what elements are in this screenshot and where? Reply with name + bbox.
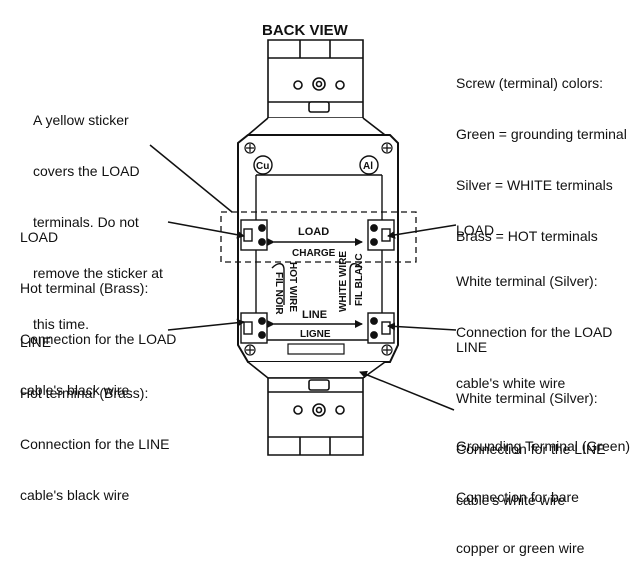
hot-wire-label: HOT WIRE bbox=[287, 262, 298, 312]
screw-icon bbox=[381, 142, 393, 154]
load-sticker-area bbox=[220, 211, 417, 263]
sticker-note-line: terminals. Do not bbox=[33, 214, 139, 230]
cu-badge bbox=[253, 155, 273, 175]
callout-line: LINE bbox=[456, 339, 488, 355]
callout-line: cable's white wire bbox=[456, 375, 566, 391]
load-hot-callout: LOAD Hot terminal (Brass): Connection fo… bbox=[20, 195, 176, 416]
leader-lines bbox=[149, 144, 457, 411]
corner-screws bbox=[244, 142, 393, 356]
callout-line: Connection for the LOAD bbox=[20, 331, 177, 347]
screw-icon bbox=[244, 142, 256, 154]
line-label: LINE bbox=[302, 309, 327, 321]
white-wire-label: WHITE WIRE bbox=[338, 251, 349, 312]
terminal-blocks bbox=[240, 219, 395, 344]
callout-line: Grounding Terminal (Green) bbox=[456, 438, 631, 454]
callout-line: cable's black wire bbox=[20, 487, 130, 503]
bottom-mounting-strap bbox=[247, 361, 386, 456]
callout-line: Connection for the LOAD bbox=[456, 324, 613, 340]
al-label: Al bbox=[363, 161, 373, 172]
sticker-note: A yellow sticker covers the LOAD termina… bbox=[33, 78, 163, 350]
sticker-note-line: A yellow sticker bbox=[33, 112, 129, 128]
legend-line: Screw (terminal) colors: bbox=[456, 75, 604, 91]
sticker-note-line: covers the LOAD bbox=[33, 163, 140, 179]
receptacle-diagram: Cu Al LOAD bbox=[149, 39, 457, 456]
screw-icon bbox=[381, 344, 393, 356]
callout-line: Hot terminal (Brass): bbox=[20, 385, 149, 401]
callout-line: Connection for the LINE bbox=[20, 436, 170, 452]
callout-line: Connection for bare bbox=[456, 489, 579, 505]
load-hot-leader bbox=[167, 221, 245, 239]
legend-line: Silver = WHITE terminals bbox=[456, 177, 613, 193]
line-white-leader bbox=[387, 322, 457, 331]
load-white-leader bbox=[387, 224, 457, 239]
sticker-note-line: this time. bbox=[33, 316, 90, 332]
callout-line: LOAD bbox=[456, 222, 495, 238]
sticker-leader bbox=[149, 144, 233, 213]
line-hot-terminal bbox=[240, 312, 268, 344]
load-hot-terminal bbox=[240, 219, 268, 251]
callout-line: LINE bbox=[20, 334, 52, 350]
callout-line: White terminal (Silver): bbox=[456, 390, 598, 406]
screw-icon bbox=[244, 344, 256, 356]
fil-noir-label: FIL NOIR bbox=[273, 272, 284, 315]
back-view-title: BACK VIEW bbox=[262, 22, 348, 39]
sticker-note-line: remove the sticker at bbox=[33, 265, 163, 281]
callout-line: Connection for the LINE bbox=[456, 441, 606, 457]
line-ligne-arrow: LINE LIGNE bbox=[267, 309, 363, 340]
hot-wire-marking: HOT WIRE FIL NOIR bbox=[271, 262, 298, 315]
legend-line: Brass = HOT terminals bbox=[456, 228, 598, 244]
callout-line: cable's black wire bbox=[20, 382, 130, 398]
callout-line: LOAD bbox=[20, 229, 59, 245]
ground-leader bbox=[359, 370, 455, 411]
callout-line: copper or green wire bbox=[456, 540, 585, 556]
callout-line: White terminal (Silver): bbox=[456, 273, 598, 289]
screw-colors-legend: Screw (terminal) colors: Green = groundi… bbox=[456, 41, 627, 262]
load-white-callout: LOAD White terminal (Silver): Connection… bbox=[456, 188, 612, 409]
callout-line: Hot terminal (Brass): bbox=[20, 280, 149, 296]
charge-label: CHARGE bbox=[292, 248, 336, 259]
cu-label: Cu bbox=[256, 161, 269, 172]
ligne-label: LIGNE bbox=[300, 329, 331, 340]
top-mounting-strap bbox=[245, 39, 388, 136]
load-label: LOAD bbox=[298, 226, 329, 238]
line-hot-leader bbox=[167, 318, 245, 331]
al-badge bbox=[359, 155, 379, 175]
fil-blanc-label: FIL BLANC bbox=[354, 253, 365, 306]
load-charge-arrow: LOAD CHARGE bbox=[267, 226, 363, 259]
rating-plate bbox=[287, 343, 345, 355]
line-white-terminal bbox=[367, 312, 395, 344]
legend-line: Green = grounding terminal bbox=[456, 126, 627, 142]
white-wire-marking: WHITE WIRE FIL BLANC bbox=[338, 251, 365, 312]
